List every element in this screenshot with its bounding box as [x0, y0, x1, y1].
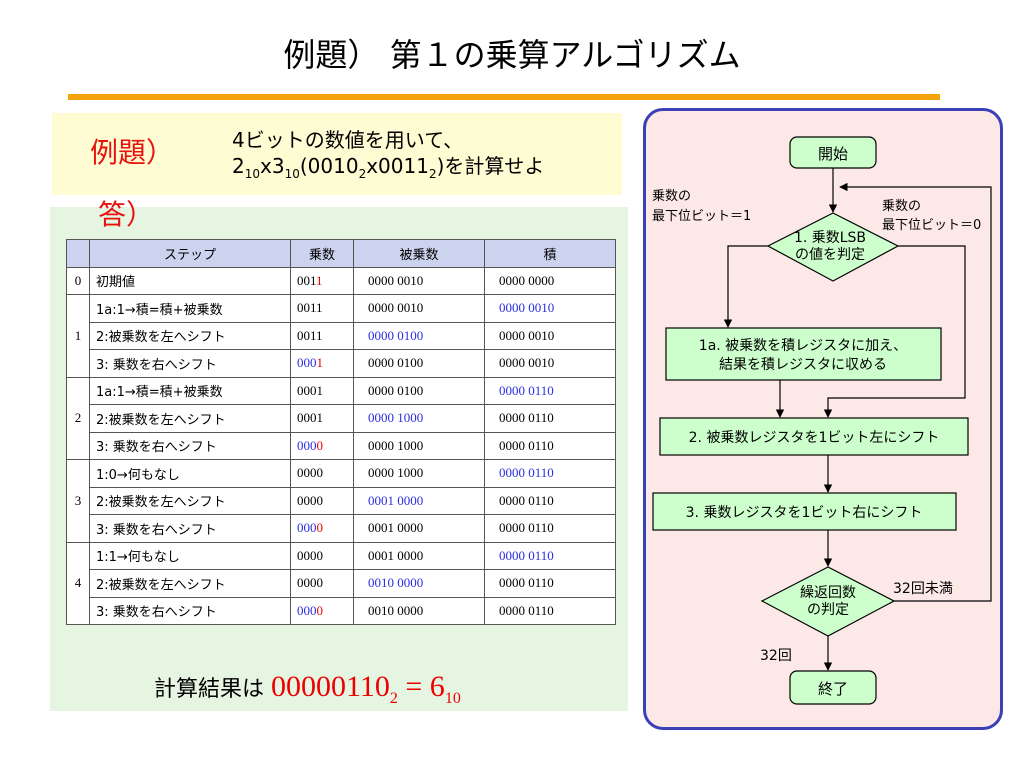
question-line-2: 210x310(00102x00112)を計算せよ — [232, 154, 545, 181]
multiplier-cell: 0011 — [290, 294, 354, 323]
title-divider — [68, 94, 940, 100]
question-label: 例題） — [90, 136, 175, 169]
multiplier-cell: 0011 — [290, 321, 354, 350]
end-node — [789, 670, 877, 705]
table-header-row: ステップ 乗数 被乗数 積 — [66, 239, 616, 268]
product-cell: 0000 0110 — [484, 541, 616, 570]
multiplier-cell: 0000 — [290, 431, 354, 460]
product-cell: 0000 0110 — [484, 431, 616, 460]
step-number-cell: 0 — [66, 266, 90, 295]
product-cell: 0000 0110 — [484, 376, 616, 405]
box-1a-label-1: 1a. 被乗数を積レジスタに加え、 — [699, 338, 907, 354]
edge-decision1-lsb0 — [823, 245, 966, 418]
product-cell: 0000 0110 — [484, 569, 616, 598]
decision1-label-2: の値を判定 — [795, 247, 865, 263]
page-title: 例題） 第１の乗算アルゴリズム — [283, 36, 741, 74]
box-3-label: 3. 乗数レジスタを1ビット右にシフト — [686, 505, 923, 521]
multiplier-cell: 0000 — [290, 541, 354, 570]
header-multiplicand: 被乗数 — [353, 239, 485, 268]
right-branch-label-2: 最下位ビット＝0 — [882, 218, 981, 233]
step-description-cell: 1:1→何もなし — [89, 541, 291, 570]
start-node — [789, 136, 877, 169]
question-panel: 例題） 4ビットの数値を用いて、 210x310(00102x00112)を計算… — [52, 113, 622, 195]
step-description-cell: 初期値 — [89, 266, 291, 295]
edge-loop-back — [839, 182, 992, 602]
product-cell: 0000 0110 — [484, 596, 616, 625]
box-3 — [652, 492, 957, 531]
left-branch-label-1: 乗数の — [652, 189, 691, 204]
product-cell: 0000 0010 — [484, 349, 616, 378]
step-number-cell: 4 — [66, 541, 90, 625]
answer-label: 答） — [98, 198, 155, 231]
start-label: 開始 — [818, 145, 848, 163]
end-label: 終了 — [818, 680, 848, 698]
multiplicand-cell: 0000 0100 — [353, 321, 485, 350]
box-2 — [659, 417, 969, 456]
multiplicand-cell: 0001 0000 — [353, 541, 485, 570]
question-line-1: 4ビットの数値を用いて、 — [232, 128, 464, 152]
product-cell: 0000 0110 — [484, 404, 616, 433]
header-product: 積 — [484, 239, 616, 268]
header-description: ステップ — [89, 239, 291, 268]
result-line: 計算結果は 000001102 = 610 — [154, 670, 461, 707]
step-description-cell: 3: 乗数を右へシフト — [89, 349, 291, 378]
multiplier-cell: 0000 — [290, 459, 354, 488]
multiplicand-cell: 0010 0000 — [353, 569, 485, 598]
product-cell: 0000 0110 — [484, 514, 616, 543]
question-text: 4ビットの数値を用いて、 210x310(00102x00112)を計算せよ — [232, 127, 544, 187]
multiplicand-cell: 0001 0000 — [353, 514, 485, 543]
header-multiplier: 乗数 — [290, 239, 354, 268]
decision2-node — [760, 566, 896, 637]
step-description-cell: 3: 乗数を右へシフト — [89, 431, 291, 460]
multiplier-cell: 0000 — [290, 596, 354, 625]
step-description-cell: 1a:1→積=積+被乗数 — [89, 294, 291, 323]
header-step — [66, 239, 90, 268]
multiplier-cell: 0011 — [290, 266, 354, 295]
box-2-label: 2. 被乗数レジスタを1ビット左にシフト — [689, 430, 940, 446]
step-number-cell: 3 — [66, 459, 90, 543]
decision2-label-1: 繰返回数 — [800, 585, 856, 601]
decision1-label-1: 1. 乗数LSB — [794, 230, 866, 246]
right-branch-label-1: 乗数の — [882, 199, 921, 214]
box-1a — [665, 327, 942, 381]
decision2-label-2: の判定 — [807, 602, 849, 618]
step-description-cell: 3: 乗数を右へシフト — [89, 596, 291, 625]
edge-decision1-lsb1 — [723, 245, 768, 328]
multiplicand-cell: 0000 0100 — [353, 349, 485, 378]
multiplier-cell: 0001 — [290, 404, 354, 433]
loop-label: 32回未満 — [893, 581, 953, 597]
done-label: 32回 — [760, 648, 792, 664]
step-description-cell: 3: 乗数を右へシフト — [89, 514, 291, 543]
left-branch-label-2: 最下位ビット＝1 — [652, 209, 751, 224]
multiplicand-cell: 0000 1000 — [353, 431, 485, 460]
product-cell: 0000 0110 — [484, 459, 616, 488]
product-cell: 0000 0000 — [484, 266, 616, 295]
multiplier-cell: 0000 — [290, 569, 354, 598]
step-description-cell: 2:被乗数を左へシフト — [89, 486, 291, 515]
multiplicand-cell: 0010 0000 — [353, 596, 485, 625]
box-1a-label-2: 結果を積レジスタに収める — [719, 357, 887, 373]
multiplicand-cell: 0000 0100 — [353, 376, 485, 405]
decision1-node — [766, 212, 900, 282]
multiplicand-cell: 0000 1000 — [353, 404, 485, 433]
multiplier-cell: 0000 — [290, 486, 354, 515]
